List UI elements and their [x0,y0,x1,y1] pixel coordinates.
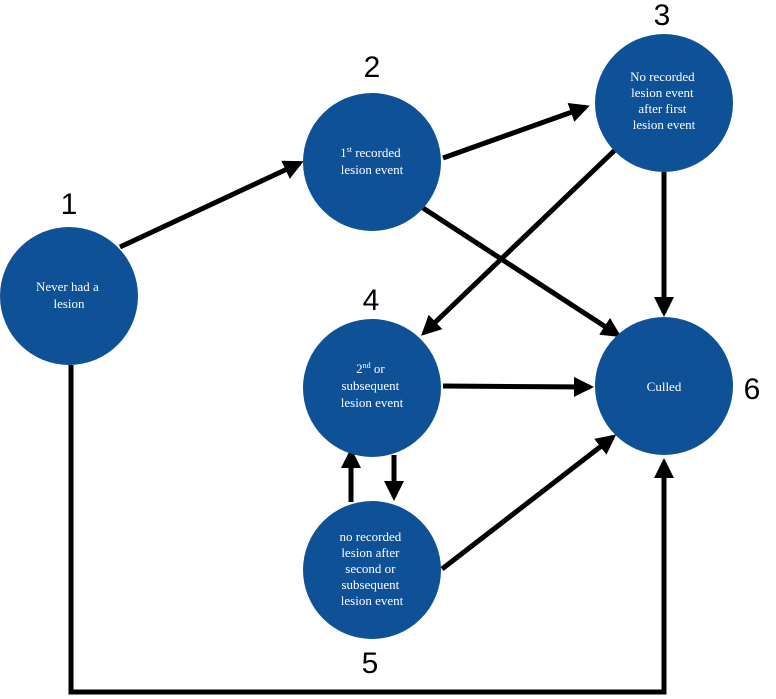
node-6-label: Culled [647,379,682,394]
node-6-number: 6 [744,373,761,406]
node-2: 2 1st recorded lesion event [303,51,441,231]
node-4-label-line: lesion event [341,395,404,410]
node-2-label: 1st recorded lesion event [340,145,404,177]
edge-2-to-3 [442,102,590,161]
edge-5-to-6 [440,434,617,571]
node-5: 5 no recorded lesion after second or sub… [303,501,441,680]
node-1-label-line: Never had a [36,279,99,294]
node-1-label-line: lesion [53,296,85,311]
node-3-label-line: lesion event [633,117,696,132]
node-4: 4 2nd or subsequent lesion event [303,284,441,457]
node-4-label-line: subsequent [341,378,399,393]
node-5-label-line: subsequent [341,577,399,592]
edge-1-to-6 [68,365,674,695]
node-3-label-line: after first [638,101,686,116]
node-5-circle [303,501,441,639]
node-2-label-line: 1st recorded [340,145,401,160]
edges [68,102,674,695]
node-3-label-line: No recorded [630,69,695,84]
node-5-label-line: lesion event [341,593,404,608]
node-2-number: 2 [364,51,381,84]
node-2-superscript: st [347,145,353,154]
node-5-label-line: second or [345,561,396,576]
node-6: 6 Culled [595,317,760,455]
node-1-label: Never had a lesion [36,279,102,311]
node-5-number: 5 [362,647,379,680]
edge-2-to-6 [421,205,622,338]
node-3-label: No recorded lesion event after first les… [630,69,698,132]
node-1-number: 1 [61,188,78,221]
edge-3-to-4 [421,148,617,336]
node-5-label-line: no recorded [340,529,402,544]
node-4-label: 2nd or subsequent lesion event [341,361,404,410]
node-5-label: no recorded lesion after second or subse… [340,529,405,608]
node-4-label-line: 2nd or [356,361,385,376]
node-2-label-line: lesion event [341,162,404,177]
node-4-superscript: nd [363,361,371,370]
node-1-circle [0,227,138,365]
node-4-circle [303,319,441,457]
node-3-label-line: lesion event [631,85,694,100]
node-3-circle [595,34,733,172]
node-2-circle [303,93,441,231]
node-1: 1 Never had a lesion [0,188,138,365]
node-3-number: 3 [654,0,671,32]
node-6-circle [595,317,733,455]
node-4-number: 4 [363,284,380,317]
node-3: 3 No recorded lesion event after first l… [595,0,733,172]
edge-4-to-6 [442,376,594,397]
node-5-label-line: lesion after [341,545,400,560]
edge-1-to-2 [118,160,304,250]
